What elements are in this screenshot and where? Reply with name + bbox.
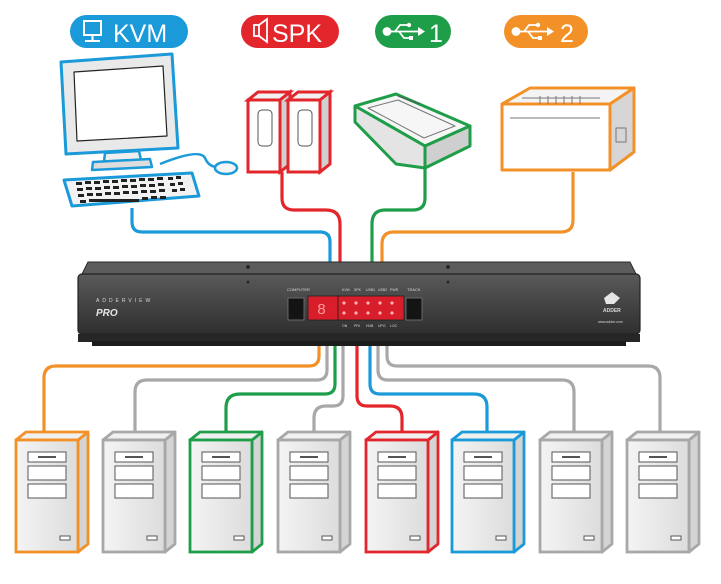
indicator-led	[378, 311, 382, 315]
usb1-label: 1	[375, 15, 451, 48]
speakers	[243, 88, 335, 176]
kvm-cable	[130, 208, 332, 262]
kvm-switch: ADDERVIEW PRO ADDER www.adder.com COMPUT…	[77, 261, 641, 346]
top-cables	[130, 168, 575, 262]
computer-workstation	[59, 52, 239, 208]
svg-text:COMPUTER: COMPUTER	[287, 287, 310, 292]
computer-tower-7	[538, 430, 614, 554]
computer-tower-4	[276, 430, 352, 554]
cable-pc-6	[368, 344, 489, 440]
mouse	[213, 160, 239, 176]
indicator-led	[354, 301, 358, 305]
computer-tower-8	[625, 430, 701, 554]
indicator-panel	[337, 295, 405, 321]
kvm-label: KVM	[70, 15, 188, 48]
display-digit: 8	[317, 302, 326, 319]
svg-text:ADDER: ADDER	[603, 308, 621, 314]
spk-cable	[280, 172, 342, 262]
indicator-label-bottom: HUB	[366, 324, 374, 328]
printer	[500, 86, 636, 172]
indicator-labels-bottom: ON PRI HUB UPG LOC	[342, 324, 398, 328]
speaker-icon	[253, 17, 268, 44]
cable-pc-5	[355, 344, 404, 440]
computer-tower-1	[14, 430, 90, 554]
indicator-label-top: USB1	[366, 288, 375, 292]
cable-pc-1	[42, 344, 321, 440]
indicator-led	[378, 301, 382, 305]
speaker-left	[243, 88, 295, 176]
indicator-leds	[342, 301, 394, 315]
adder-logo: ADDER www.adder.com	[598, 292, 623, 324]
spk-label-text: SPK	[272, 20, 322, 48]
usb1-label-text: 1	[429, 20, 443, 48]
cable-pc-4	[312, 344, 345, 440]
computer-tower-2	[101, 430, 177, 554]
indicator-led	[342, 311, 346, 315]
scanner	[353, 92, 472, 170]
brand-text: ADDERVIEW	[96, 298, 153, 304]
indicator-label-top: SPK	[354, 288, 362, 292]
indicator-label-top: PWR	[390, 288, 399, 292]
computer-row	[14, 430, 701, 554]
indicator-label-top: USB2	[378, 288, 387, 292]
usb-icon	[511, 22, 554, 40]
track-button[interactable]	[405, 297, 423, 321]
indicator-led	[354, 311, 358, 315]
usb1-cable	[370, 168, 427, 262]
kvm-label-text: KVM	[113, 20, 167, 48]
svg-text:TRACK: TRACK	[407, 287, 421, 292]
model-text: PRO	[96, 308, 118, 319]
indicator-label-bottom: UPG	[378, 324, 386, 328]
indicator-label-bottom: ON	[342, 324, 348, 328]
monitor	[59, 52, 180, 172]
indicator-label-bottom: LOC	[390, 324, 398, 328]
speaker-right	[283, 88, 335, 176]
usb2-label: 2	[504, 15, 588, 48]
indicator-led	[390, 301, 394, 305]
computer-tower-5	[364, 430, 440, 554]
bottom-cables	[42, 344, 662, 440]
indicator-led	[366, 301, 370, 305]
monitor-icon	[83, 20, 102, 42]
spk-label: SPK	[241, 15, 339, 48]
usb2-cable	[380, 172, 575, 262]
indicator-label-bottom: PRI	[354, 324, 360, 328]
indicator-led	[390, 311, 394, 315]
usb2-label-text: 2	[560, 20, 574, 48]
usb-icon	[382, 22, 425, 40]
keyboard	[62, 171, 201, 208]
indicator-led	[342, 301, 346, 305]
cable-pc-8	[385, 344, 662, 440]
led-display	[307, 295, 339, 321]
computer-tower-6	[450, 430, 526, 554]
computer-tower-3	[188, 430, 264, 554]
indicator-led	[366, 311, 370, 315]
cable-pc-7	[376, 344, 576, 440]
svg-text:www.adder.com: www.adder.com	[598, 320, 623, 324]
cable-pc-3	[224, 344, 337, 440]
computer-select-button[interactable]	[287, 297, 305, 321]
cable-pc-2	[133, 344, 329, 440]
indicator-label-top: KVM	[342, 288, 350, 292]
